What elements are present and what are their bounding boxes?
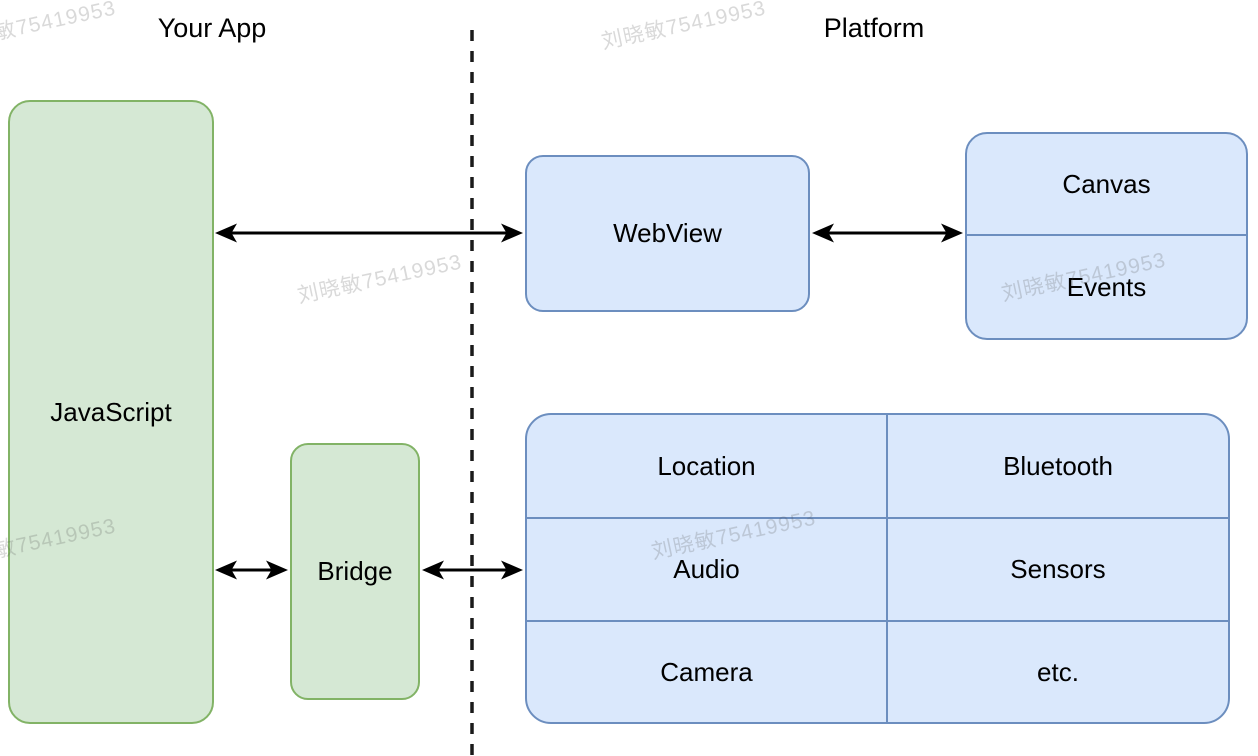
grid-cell-sensors-label: Sensors (1010, 554, 1106, 584)
arrow-javascript-bridge (215, 560, 288, 580)
region-title-your-app: Your App (157, 13, 267, 43)
arrow-webview-canvas-events (812, 223, 963, 243)
grid-cell-camera: Camera (527, 622, 888, 722)
javascript-node-label: JavaScript (50, 396, 172, 427)
watermark: 刘晓敏75419953 (295, 250, 465, 308)
webview-node-label: WebView (613, 218, 722, 248)
webview-node: WebView (525, 155, 810, 312)
bridge-node-label: Bridge (317, 556, 393, 586)
grid-cell-etc: etc. (888, 622, 1228, 722)
grid-cell-bluetooth: Bluetooth (888, 415, 1228, 519)
grid-cell-location-label: Location (657, 450, 756, 481)
canvas-events-node: Canvas Events (965, 132, 1248, 340)
arrow-javascript-webview (215, 223, 523, 243)
bridge-node: Bridge (290, 443, 420, 700)
canvas-cell: Canvas (967, 134, 1246, 236)
events-cell: Events (967, 236, 1246, 338)
platform-services-grid: Location Bluetooth Audio Sensors Camera … (525, 413, 1230, 724)
arrow-bridge-services (422, 560, 523, 580)
grid-cell-audio-label: Audio (673, 554, 740, 584)
grid-cell-camera-label: Camera (660, 656, 753, 687)
grid-cell-sensors: Sensors (888, 519, 1228, 622)
region-title-platform: Platform (823, 13, 925, 43)
javascript-node: JavaScript (8, 100, 214, 724)
grid-cell-audio: Audio (527, 519, 888, 622)
grid-cell-etc-label: etc. (1037, 656, 1079, 687)
canvas-cell-label: Canvas (1062, 168, 1151, 199)
watermark: 刘晓敏75419953 (599, 0, 769, 54)
grid-cell-bluetooth-label: Bluetooth (1003, 450, 1113, 481)
grid-cell-location: Location (527, 415, 888, 519)
events-cell-label: Events (1066, 271, 1147, 302)
